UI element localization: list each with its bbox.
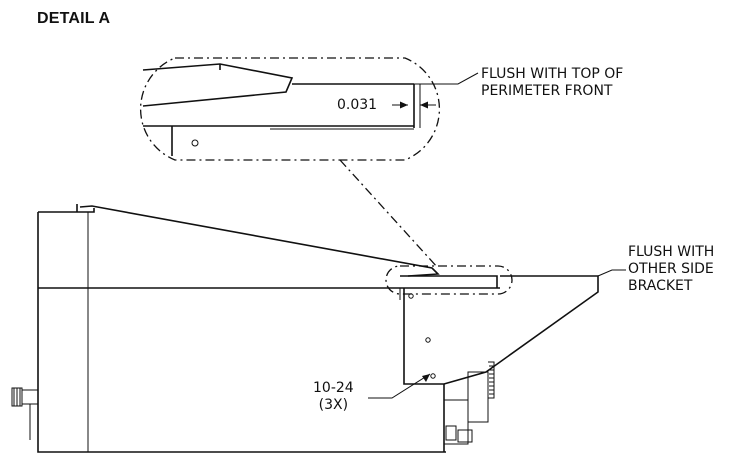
main-hole-3 [430,373,436,379]
detail-hole [191,139,199,147]
main-connector-2 [457,429,473,443]
dim-arrow-right [420,101,428,109]
dim-arrow-left [400,101,408,109]
main-sloped-lid [79,205,440,277]
leader-screw [368,373,431,399]
label-flush-top: FLUSH WITH TOP OF PERIMETER FRONT [481,66,624,99]
main-connector [445,425,457,441]
main-side-bracket [403,275,599,385]
leader-flush-other [597,269,626,277]
main-housing-outline [37,208,446,453]
label-dimension: 0.031 [337,97,378,113]
main-knob-body [21,389,39,405]
detail-connector [339,159,439,269]
main-callout-boundary [385,265,513,295]
main-motor-box [467,371,489,423]
label-flush-other: FLUSH WITH OTHER SIDE BRACKET [628,244,715,294]
main-hole-2 [425,337,431,343]
main-knob-ridges [13,388,21,406]
leader-flush-top [414,72,479,85]
main-front-perimeter [400,275,498,288]
leader-screw-arrow [422,374,430,382]
main-motor-coil [488,361,495,399]
detail-callout-boundary [139,57,441,161]
detail-sloped-panel [142,63,294,107]
label-screw: 10-24 (3X) [313,380,354,413]
detail-title: DETAIL A [37,10,111,27]
